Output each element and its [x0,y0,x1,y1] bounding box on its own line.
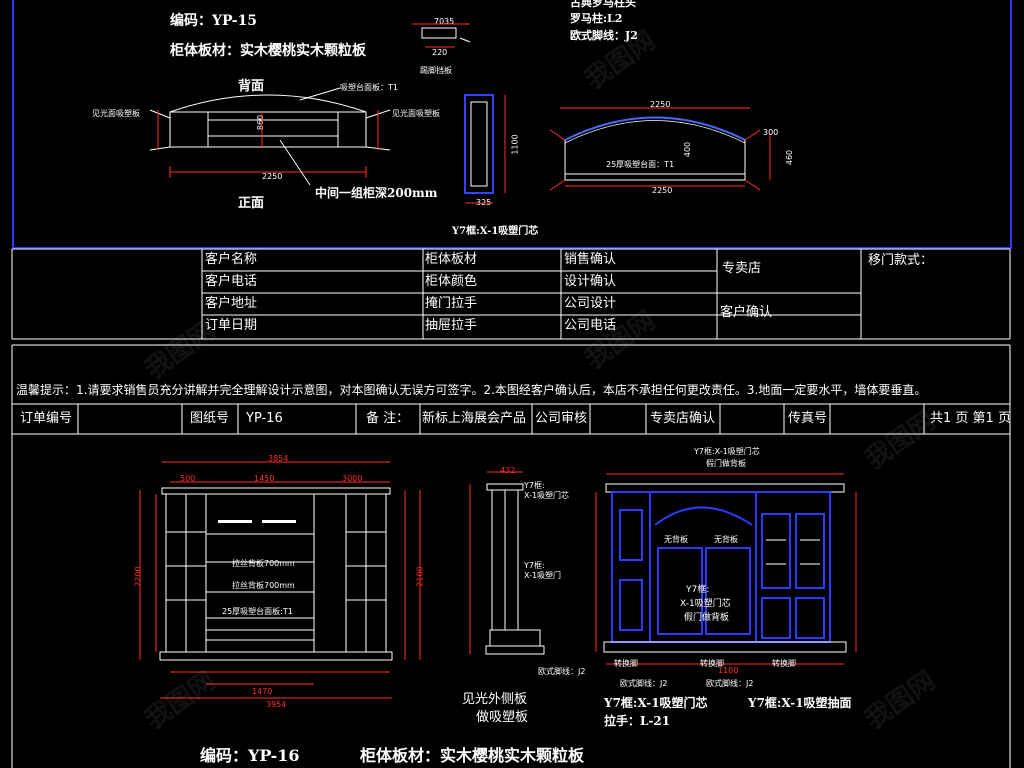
order-col3-row4: 公司电话 [564,318,617,333]
info-pages: 共1 页 第1 页 [930,411,1011,426]
order-col1-row4: 订单日期 [205,318,258,333]
dim-p3: 70 [434,17,445,26]
plinth-note-2: 转换脚 [700,659,724,668]
info-drawing-label: 图纸号 [190,411,230,426]
top-profile-note: 踢脚挡板 [420,66,452,75]
info-store-confirm: 专卖店确认 [650,411,716,426]
top-note-2: 假门做背板 [706,459,746,468]
bottom-handle: 拉手：L-21 [604,714,671,728]
shelf-note-1: 无背板 [664,535,688,544]
top-drawing-frame [12,0,1012,249]
dim-bot: 1470 [252,687,273,696]
dim-h-a: 2100 [415,566,425,587]
plinth-note-3: 转换脚 [772,659,796,668]
dim-d: 432 [500,466,516,475]
top-back-label: 背面 [238,79,265,94]
order-col2-row2: 柜体颜色 [425,274,478,289]
inner-note-3: 25厚吸塑台面板:T1 [222,607,293,616]
info-company-review: 公司审核 [535,411,588,426]
order-col2-row1: 柜体板材 [425,252,478,267]
info-fax: 传真号 [788,411,828,426]
plan-view-top-left [149,87,391,186]
dim-right: 3000 [342,474,363,483]
dim-mid: 1450 [254,474,275,483]
bottom-door-core: Y7框:X-1吸塑门芯 [604,696,708,710]
order-col2-row3: 掩门拉手 [425,296,478,311]
foot-note-1: 欧式脚线：J2 [620,679,668,688]
top-middle-note: 中间一组柜深200mm [315,186,438,200]
tall-door-panel [464,94,506,204]
order-col3-row3: 公司设计 [564,296,617,311]
info-drawing-no: YP-16 [246,411,283,426]
order-col3-row1: 销售确认 [564,252,617,267]
top-suction-note-right: 25厚吸塑台面：T1 [606,160,675,169]
order-col2-row4: 抽屉拉手 [425,318,478,333]
inner-note-1: 拉丝背板700mm [232,559,295,568]
inner-note-2: 拉丝背板700mm [232,581,295,590]
shelf-note-2: 无背板 [714,535,738,544]
dim-h-total: 2200 [133,566,143,587]
bottom-elevation-left [139,461,421,699]
bottom-side-panel-1: 见光外侧板 [462,692,528,707]
dim-side: 300 [763,128,779,137]
foot-note-2: 欧式脚线：J2 [706,679,754,688]
order-col1-row3: 客户地址 [205,296,258,311]
order-col4-row2: 客户确认 [720,305,773,320]
top-right-note-1: 古典罗马柱头 [570,0,636,9]
order-col1-row2: 客户电话 [205,274,258,289]
order-col4-row1: 专卖店 [722,261,762,276]
bottom-code: 编码：YP-16 [200,746,300,765]
top-note-1: Y7框:X-1吸塑门芯 [694,447,760,456]
info-order-no: 订单编号 [20,411,73,426]
side-note-3: Y7框: [524,561,545,570]
top-door-core-note: Y7框:X-1吸塑门芯 [452,226,539,237]
order-col1-row1: 客户名称 [205,252,258,267]
dim-total: 3854 [268,454,289,463]
top-side-note-left: 见光面吸塑板 [92,109,140,118]
top-right-note-2: 罗马柱:L2 [570,12,623,25]
bottom-drawing-frame [11,433,1011,768]
dim-p1: 220 [432,48,448,57]
foot-note-3: 欧式脚线：J2 [538,667,586,676]
top-suction-note-left: 吸塑台面板：T1 [340,83,398,92]
order-col5: 移门款式： [868,253,934,268]
side-note-1: Y7框: [524,481,545,490]
profile-detail [412,23,471,48]
plan-view-top-right [549,107,771,191]
bottom-material: 柜体板材：实木樱桃实木颗粒板 [360,746,585,765]
bottom-side-panel-2: 做吸塑板 [476,710,529,725]
side-note-2: X-1吸塑门芯 [524,491,570,500]
dim-d2: 1100 [718,666,739,675]
dim-w2: 2250 [650,100,671,109]
plinth-note-1: 转换脚 [614,659,638,668]
info-note: 新标上海展会产品 [422,411,527,426]
side-note-4: X-1吸塑门 [524,571,562,580]
bottom-side-view [469,471,545,655]
info-row-grid [11,344,1011,434]
dim-left: 500 [180,474,196,483]
dim-bot2: 3954 [266,700,287,709]
top-code: 编码：YP-15 [170,13,258,29]
dim-p2: 35 [444,17,455,26]
bottom-drawer-face: Y7框:X-1吸塑抽面 [748,696,852,710]
dim-w3: 2250 [652,186,673,195]
dim-w1: 2250 [262,172,283,181]
center-note-3: 假门做背板 [684,613,730,623]
top-material: 柜体板材：实木樱桃实木颗粒板 [170,43,366,59]
top-front-label: 正面 [238,196,265,211]
center-note-2: X-1吸塑门芯 [680,599,731,609]
top-right-note-3: 欧式脚线：J2 [570,29,638,42]
info-note-label: 备 注： [366,411,410,426]
notice-text: 温馨提示：1.请要求销售员充分讲解并完全理解设计示意图，对本图确认无误方可签字。… [16,383,927,397]
order-table-grid [11,248,1011,340]
bottom-elevation-right [595,473,857,665]
center-note-1: Y7框: [686,585,710,595]
order-col3-row2: 设计确认 [564,274,617,289]
top-side-note-right: 见光面吸塑板 [392,109,440,118]
